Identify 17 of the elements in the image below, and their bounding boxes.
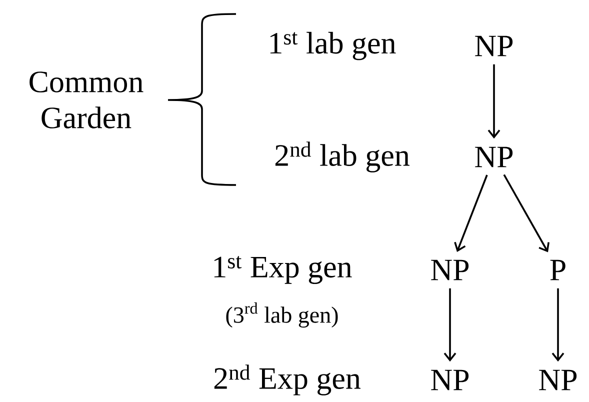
label: 1$^{st}$ lab gen (270, 32, 396, 60)
label: 2$^{nd}$ lab gen (275, 142, 410, 172)
label: Common Garden (30, 72, 144, 128)
generation-label: NP (475, 36, 513, 56)
generation-label: NP (431, 370, 469, 390)
arrow (454, 174, 488, 252)
generation-label: NP (539, 370, 577, 390)
label: 1$^{st}$ Exp gen (214, 256, 352, 284)
generation-label: NP (475, 146, 513, 168)
arrow (488, 64, 500, 139)
label: (3$^{rd}$ lab gen) (226, 302, 338, 328)
generation-label: P (550, 260, 566, 280)
arrow (552, 288, 564, 362)
generation-label: NP (431, 260, 469, 280)
arrow (444, 288, 456, 362)
arrow (503, 174, 550, 252)
label: 2$^{nd}$ Exp gen (214, 364, 360, 396)
